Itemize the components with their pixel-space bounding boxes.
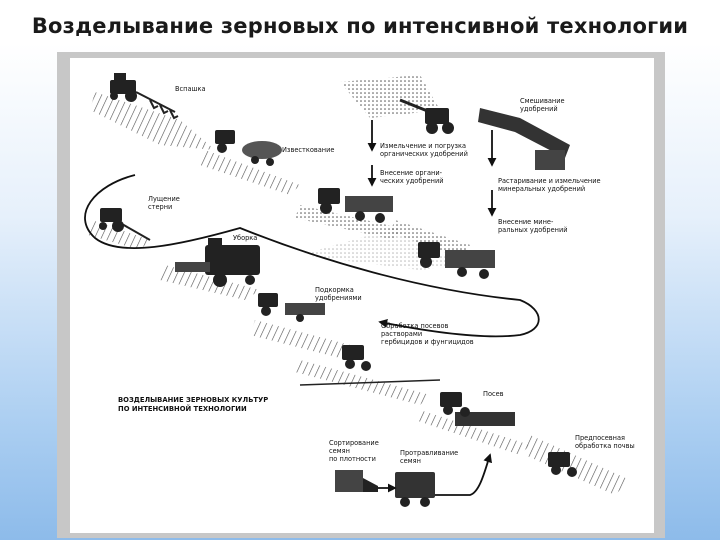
machine-sprayer-tractor [299,345,441,386]
slide-title: Возделывание зерновых по интенсивной тех… [31,14,689,38]
main-cycle-arrow [84,174,540,338]
label-stubble: Лущение стерни [148,195,182,211]
flow-arrows [84,120,540,496]
label-crop-protection: Обработка посевов растворами гербицидов … [381,322,474,346]
machine-seed-treater [395,472,435,507]
label-mineral-application: Внесение мине- ральных удобрений [498,218,568,234]
machine-loader [399,98,454,134]
machine-topdress-tractor [258,293,325,322]
machine-mineral-spreader [418,242,495,279]
diagram-caption: ВОЗДЕЛЫВАНИЕ ЗЕРНОВЫХ КУЛЬТУР ПО ИНТЕНСИ… [118,396,271,413]
label-plowing: Вспашка [175,85,206,93]
label-presow: Предпосевная обработка почвы [575,434,635,450]
label-topdress: Подкормка удобрениями [315,286,362,302]
field-terrain [88,75,630,495]
label-sowing: Посев [483,390,504,398]
label-organic-loading: Измельчение и погрузка органических удоб… [380,142,468,158]
label-seed-sorting: Сортирование семян по плотности [329,439,381,463]
label-liming: Известкование [282,146,334,154]
machine-stubble-tractor [99,208,151,241]
machine-combine-harvester [175,238,260,287]
machine-organic-spreader [318,188,393,223]
machine-fertilizer-mixer [478,108,570,170]
machine-seeder [440,392,515,426]
label-organic-application: Внесение органи- ческих удобрений [380,169,444,185]
machine-plow-tractor [110,73,179,120]
label-mineral-grinding: Растаривание и измельчение минеральных у… [498,177,603,193]
label-seed-treatment: Протравливание семян [400,449,460,465]
machine-presow-tractor [548,452,577,477]
label-harvest: Уборка [233,234,257,242]
machine-liming-truck [215,130,282,166]
label-fertilizer-mixing: Смешивание удобрений [520,97,567,113]
machine-seed-sorter [335,470,378,492]
arrow-treat-to-sow [435,453,492,496]
